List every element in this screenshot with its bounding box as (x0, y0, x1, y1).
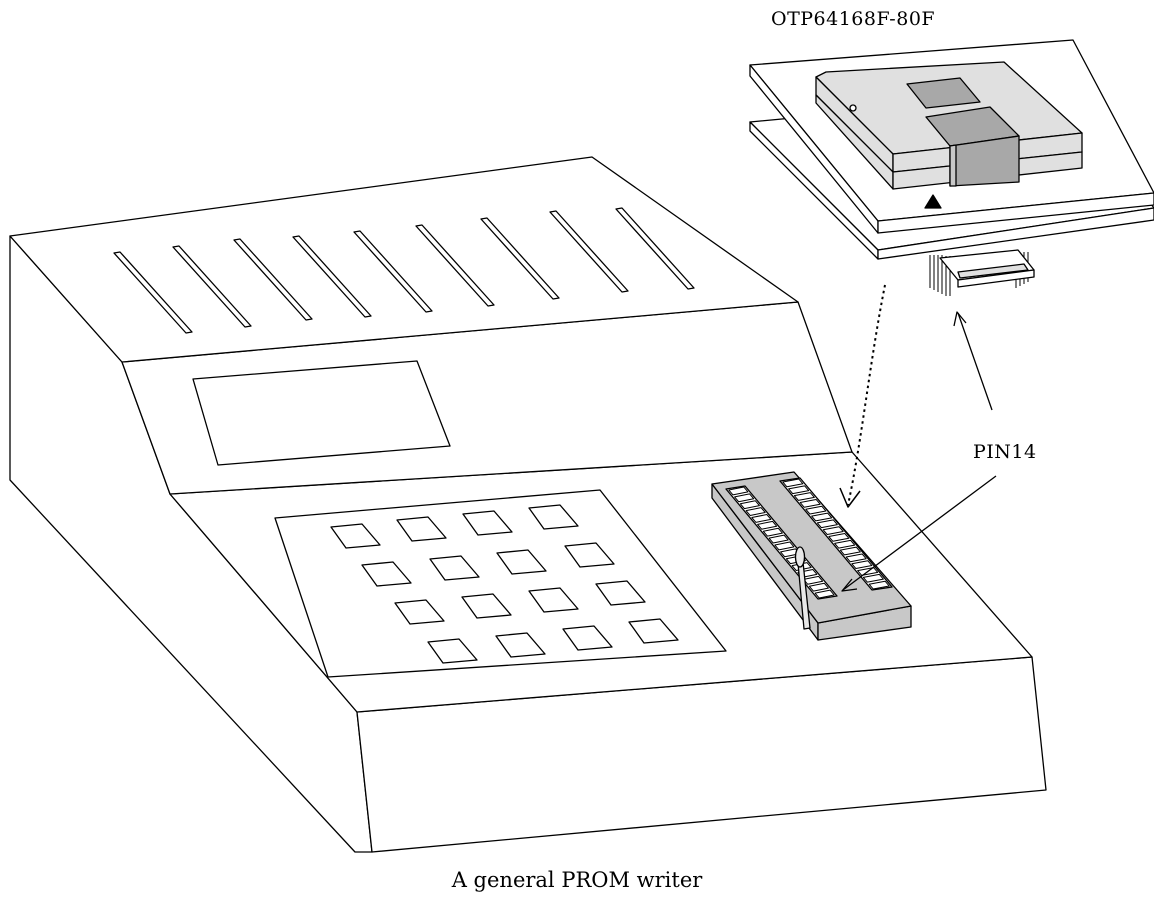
socket-pin (800, 499, 820, 507)
pin-callout-line-upper (958, 313, 992, 410)
socket-pin (846, 554, 866, 562)
socket-pin (823, 527, 843, 535)
key (563, 626, 612, 650)
adapter (750, 40, 1154, 296)
chip-package (816, 62, 1082, 189)
vent-slots (114, 208, 694, 333)
key (529, 588, 578, 612)
key (430, 556, 479, 580)
key (428, 639, 477, 663)
key (463, 511, 512, 535)
writer-top-cover (10, 157, 798, 362)
socket-pin (829, 534, 849, 542)
socket-pin (817, 520, 837, 528)
pin-callout-label: PIN14 (973, 441, 1037, 463)
keypad-keys (331, 505, 678, 663)
socket-pin (812, 513, 832, 521)
key (496, 633, 545, 657)
key (596, 581, 645, 605)
socket-pin (775, 542, 794, 550)
key (397, 517, 446, 541)
socket-pin (869, 581, 889, 589)
socket-pin (752, 515, 771, 523)
key (331, 524, 380, 548)
socket-pin (729, 487, 748, 495)
socket-pin (852, 561, 872, 569)
adapter-part-label: OTP64168F-80F (771, 8, 936, 30)
key (462, 594, 511, 618)
insertion-arrowhead (840, 488, 860, 507)
socket-pin (783, 479, 803, 487)
socket-pin (758, 521, 777, 529)
socket-pin (806, 506, 826, 514)
socket-pin (746, 508, 765, 516)
key (395, 600, 444, 624)
key (497, 550, 546, 574)
socket-pin (740, 501, 759, 509)
zif-socket (712, 472, 911, 640)
figure-caption: A general PROM writer (451, 868, 703, 892)
socket-pin (809, 583, 828, 591)
socket-pin (835, 540, 855, 548)
key (565, 543, 614, 567)
socket-pin (735, 494, 754, 502)
socket-pin (840, 547, 860, 555)
socket-pin (794, 493, 814, 501)
key (629, 619, 678, 643)
insertion-arrow (848, 285, 885, 505)
socket-pin (769, 535, 788, 543)
pin1-marker (925, 195, 941, 208)
chip-window (907, 78, 980, 108)
pin-callout-line-lower (843, 476, 996, 590)
display-screen (193, 361, 450, 465)
socket-pin (815, 590, 834, 598)
socket-lever (796, 547, 811, 629)
socket-pin (763, 528, 782, 536)
socket-pin (804, 576, 823, 584)
key (529, 505, 578, 529)
socket-pin (863, 574, 883, 582)
key (362, 562, 411, 586)
socket-pin (789, 486, 809, 494)
keypad-panel (275, 490, 726, 677)
